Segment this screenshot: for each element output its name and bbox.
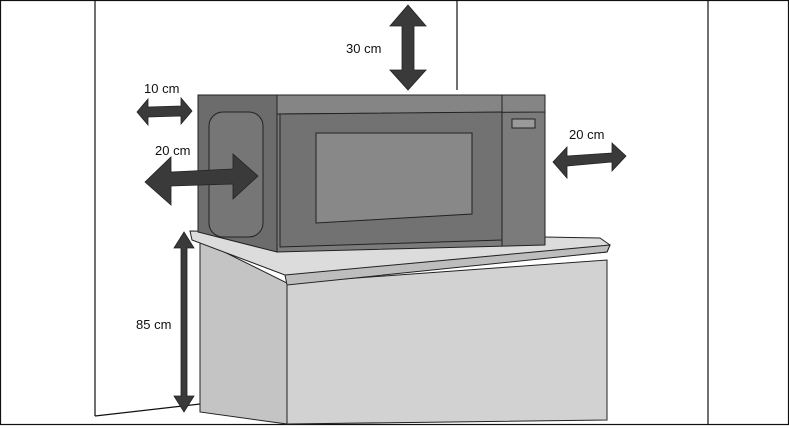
cabinet-front <box>286 259 608 425</box>
right-side-clearance-arrow <box>552 142 627 180</box>
top-clearance-label: 30 cm <box>346 41 381 56</box>
right-side-clearance-label: 20 cm <box>569 127 604 142</box>
counter-height-label: 85 cm <box>136 317 171 332</box>
cabinet <box>189 230 611 425</box>
top-clearance-arrow <box>389 4 427 91</box>
left-side-clearance-arrow <box>144 153 259 206</box>
back-clearance-label: 10 cm <box>144 81 179 96</box>
countertop-edge <box>284 244 611 286</box>
display-window <box>511 118 536 129</box>
back-clearance-arrow <box>136 96 193 127</box>
door-window <box>315 132 473 224</box>
microwave-top-band <box>276 94 546 115</box>
left-side-clearance-label: 20 cm <box>155 143 190 158</box>
counter-height-arrow <box>173 231 195 413</box>
